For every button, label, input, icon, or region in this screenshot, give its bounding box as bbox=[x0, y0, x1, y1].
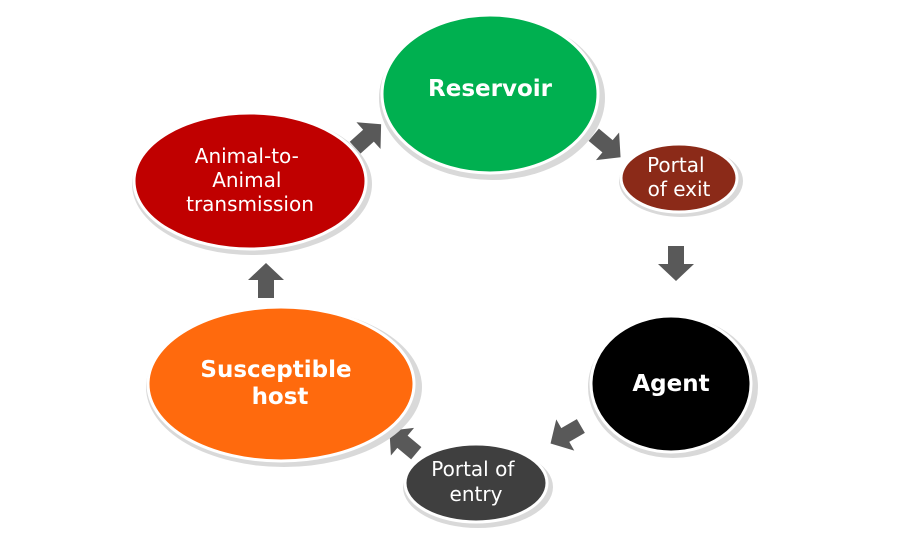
reservoir-ellipse bbox=[380, 13, 600, 175]
portal-of-exit-ellipse bbox=[619, 142, 739, 214]
reservoir-node: Reservoir bbox=[379, 13, 605, 180]
arrow-portal-of-exit-to-agent bbox=[658, 246, 694, 281]
portal-of-exit-label-line-2: of exit bbox=[648, 177, 711, 201]
cycle-arrows bbox=[248, 122, 694, 460]
arrow-animal-transmission-to-reservoir bbox=[349, 122, 382, 154]
animal-transmission-label-line-1: Animal-to- bbox=[195, 144, 299, 168]
agent-node: Agent bbox=[588, 314, 758, 458]
animal-transmission-node: Animal-to- Animal transmission bbox=[132, 111, 372, 255]
portal-of-entry-label-line-1: Portal of bbox=[431, 457, 515, 481]
animal-transmission-label-line-3: transmission bbox=[186, 192, 314, 216]
susceptible-host-label-line-2: host bbox=[252, 384, 309, 410]
susceptible-host-label-line-1: Susceptible bbox=[200, 357, 351, 383]
reservoir-label: Reservoir bbox=[428, 76, 553, 102]
reservoir-label-line-1: Reservoir bbox=[428, 76, 553, 102]
animal-transmission-label: Animal-to- Animal transmission bbox=[186, 144, 314, 216]
portal-of-entry-ellipse bbox=[403, 442, 549, 524]
arrow-portal-of-entry-to-susceptible-host bbox=[389, 427, 422, 460]
arrow-susceptible-host-to-animal-transmission bbox=[248, 263, 284, 298]
portal-of-exit-label: Portal of exit bbox=[647, 153, 711, 201]
agent-label: Agent bbox=[632, 371, 709, 397]
animal-transmission-ellipse bbox=[132, 111, 368, 251]
portal-of-entry-label-line-2: entry bbox=[450, 482, 503, 506]
portal-of-exit-node: Portal of exit bbox=[619, 142, 743, 217]
susceptible-host-node: Susceptible host bbox=[146, 305, 422, 467]
susceptible-host-label: Susceptible host bbox=[200, 357, 359, 410]
portal-of-exit-label-line-1: Portal bbox=[647, 153, 704, 177]
portal-of-entry-label: Portal of entry bbox=[431, 457, 520, 506]
susceptible-host-ellipse bbox=[146, 305, 416, 463]
arrow-reservoir-to-portal-of-exit bbox=[588, 128, 621, 161]
arrow-agent-to-portal-of-entry bbox=[550, 419, 585, 451]
agent-label-line-1: Agent bbox=[632, 371, 709, 397]
animal-transmission-label-line-2: Animal bbox=[212, 168, 281, 192]
agent-ellipse bbox=[589, 314, 753, 454]
portal-of-entry-node: Portal of entry bbox=[403, 442, 553, 528]
